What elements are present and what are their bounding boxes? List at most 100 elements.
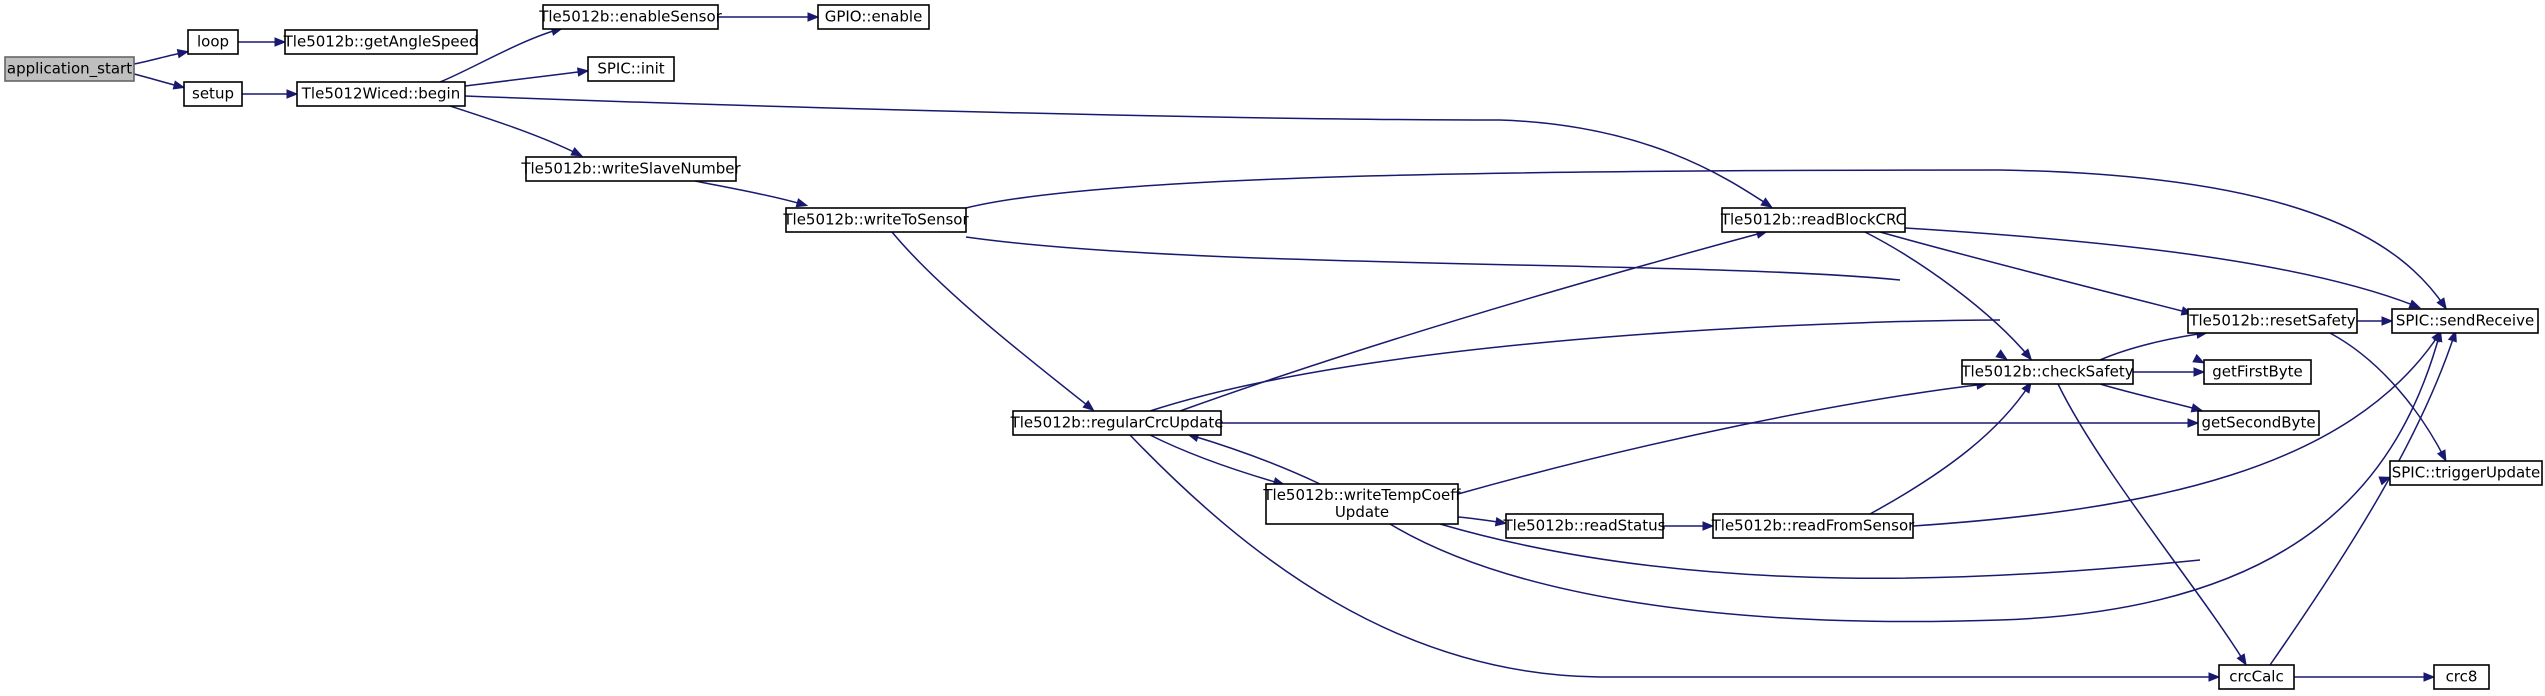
node-label: Update: [1335, 503, 1389, 521]
edge-checkSafety-to-crcCalc: [2057, 383, 2247, 666]
node-box: [1721, 207, 1906, 233]
node-gpio-enable[interactable]: GPIO::enable: [817, 4, 930, 30]
edge-readStatus-to-readFromSensor: [1663, 521, 1715, 531]
arrowhead-icon: [570, 146, 583, 157]
edge-writeToSensor-to-checkSafety: [965, 236, 2008, 360]
arrowhead-icon: [807, 12, 820, 22]
node-enableSensor[interactable]: Tle5012b::enableSensor: [538, 4, 723, 30]
edge-readFromSensor-to-checkSafety: [1869, 381, 2032, 515]
node-getSecondByte[interactable]: getSecondByte: [2197, 410, 2320, 436]
edge-line: [1869, 383, 2031, 515]
edge-line: [2269, 332, 2456, 666]
node-box: [2391, 308, 2539, 334]
node-readFromSensor[interactable]: Tle5012b::readFromSensor: [1711, 513, 1916, 539]
edge-line: [464, 95, 1771, 207]
node-box: [284, 29, 478, 55]
arrowhead-icon: [795, 198, 809, 208]
node-box: [296, 81, 466, 107]
edge-enableSensor-to-gpio_enable: [718, 12, 820, 22]
arrowhead-icon: [2192, 353, 2205, 364]
node-label: Tle5012b::readBlockCRC: [1720, 211, 1906, 229]
arrowhead-icon: [286, 89, 299, 99]
edge-line: [1129, 434, 2217, 678]
arrowhead-icon: [1702, 521, 1715, 531]
edge-regularCrcUpdate-to-getFirstByte: [1149, 319, 2205, 412]
node-regularCrcUpdate[interactable]: Tle5012b::regularCrcUpdate: [1010, 410, 1224, 436]
node-label: loop: [197, 33, 229, 51]
node-box: [2389, 460, 2543, 486]
node-label: Tle5012b::resetSafety: [2188, 312, 2355, 330]
arrowhead-icon: [576, 67, 590, 77]
node-label: Tle5012b::getAngleSpeed: [283, 33, 479, 51]
node-checkSafety[interactable]: Tle5012b::checkSafety: [1960, 359, 2134, 385]
edge-line: [1149, 434, 1283, 485]
edge-line: [965, 169, 2446, 308]
edge-writeTempCoeffUpdate-to-triggerUpdate: [1439, 476, 2392, 579]
node-begin[interactable]: Tle5012Wiced::begin: [296, 81, 466, 107]
node-readStatus[interactable]: Tle5012b::readStatus: [1503, 513, 1666, 539]
arrowhead-icon: [2236, 653, 2247, 666]
arrowhead-icon: [2431, 330, 2442, 343]
node-box: [187, 29, 239, 55]
edges-layer: [133, 12, 2457, 682]
edge-readBlockCRC-to-checkSafety: [1864, 231, 2033, 361]
edge-readBlockCRC-to-sendReceive: [1904, 227, 2422, 309]
node-box: [1265, 483, 1459, 525]
edge-line: [694, 180, 806, 206]
node-writeToSensor[interactable]: Tle5012b::writeToSensor: [782, 207, 969, 233]
edge-writeToSensor-to-sendReceive: [965, 169, 2447, 310]
arrowhead-icon: [2423, 672, 2436, 682]
edge-line: [2329, 332, 2446, 460]
node-label: Tle5012b::enableSensor: [538, 8, 722, 26]
arrowhead-icon: [2436, 297, 2447, 310]
edge-checkSafety-to-getFirstByte: [2133, 367, 2206, 377]
node-label: getSecondByte: [2201, 414, 2315, 432]
node-label: getFirstByte: [2212, 363, 2302, 381]
edge-resetSafety-to-triggerUpdate: [2329, 332, 2447, 462]
arrowhead-icon: [176, 49, 190, 59]
node-writeSlaveNumber[interactable]: Tle5012b::writeSlaveNumber: [520, 156, 741, 182]
edge-line: [1439, 523, 2201, 579]
node-loop[interactable]: loop: [187, 29, 239, 55]
edge-line: [1904, 227, 2419, 308]
edge-line: [2099, 383, 2201, 411]
edge-setup-to-begin: [242, 89, 299, 99]
node-box: [817, 4, 930, 30]
node-resetSafety[interactable]: Tle5012b::resetSafety: [2187, 308, 2358, 334]
edge-regularCrcUpdate-to-crcCalc: [1129, 434, 2221, 682]
edge-loop-to-getAngleSpeed: [238, 37, 287, 47]
node-box: [2187, 308, 2358, 334]
edge-line: [439, 28, 561, 83]
node-spic-init[interactable]: SPIC::init: [587, 56, 675, 82]
node-box: [785, 207, 967, 233]
node-readBlockCRC[interactable]: Tle5012b::readBlockCRC: [1720, 207, 1906, 233]
node-application-start[interactable]: application_start: [4, 56, 135, 82]
edge-line: [965, 236, 1901, 281]
node-sendReceive[interactable]: SPIC::sendReceive: [2391, 308, 2539, 334]
edge-regularCrcUpdate-to-getSecondByte: [1221, 418, 2200, 428]
edge-writeToSensor-to-regularCrcUpdate: [891, 231, 1095, 412]
node-getAngleSpeed[interactable]: Tle5012b::getAngleSpeed: [283, 29, 479, 55]
node-label: Tle5012b::writeTempCoeff: [1262, 486, 1461, 504]
arrowhead-icon: [2021, 381, 2032, 394]
node-setup[interactable]: setup: [183, 81, 243, 107]
edge-line: [1457, 383, 1986, 495]
node-crcCalc[interactable]: crcCalc: [2218, 664, 2295, 690]
edge-application_start-to-loop: [133, 49, 190, 65]
node-label: crc8: [2446, 668, 2478, 686]
node-label: Tle5012b::readFromSensor: [1711, 517, 1916, 535]
node-getFirstByte[interactable]: getFirstByte: [2203, 359, 2312, 385]
arrowhead-icon: [1760, 197, 1773, 208]
arrowhead-icon: [274, 37, 287, 47]
edge-resetSafety-to-sendReceive: [2357, 316, 2394, 326]
node-crc8[interactable]: crc8: [2433, 664, 2490, 690]
node-triggerUpdate[interactable]: SPIC::triggerUpdate: [2389, 460, 2543, 486]
arrowhead-icon: [1082, 400, 1095, 412]
arrowhead-icon: [2208, 672, 2221, 682]
edge-line: [1879, 231, 2191, 314]
node-box: [542, 4, 719, 30]
node-box: [1961, 359, 2134, 385]
